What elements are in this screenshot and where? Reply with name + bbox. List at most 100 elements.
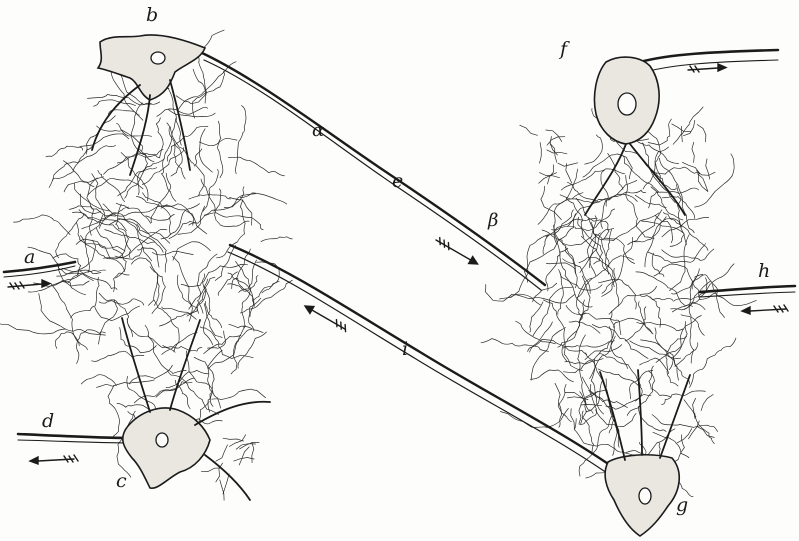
fibril-right [634,218,682,242]
fibril-right [653,167,699,174]
fibril-right [528,339,587,354]
twig [201,468,221,472]
fibril-right [602,237,633,293]
fibril-left [76,239,125,271]
fibril-left [80,236,142,260]
fibril-left [81,375,116,386]
dendrite-c-1 [170,320,200,410]
twig [547,150,567,154]
fibril-left [218,121,223,178]
fibril-right [481,339,549,352]
fibril-left [176,69,206,103]
fibril-left [177,275,198,313]
twig [540,143,542,164]
twig [689,107,703,123]
fibril-right [638,406,666,431]
fiber-f-inner [645,60,778,72]
fibril-left [137,248,159,268]
dendrite-g-2 [660,375,690,458]
fibril-right [652,253,664,277]
twig [581,404,602,405]
twig [223,474,229,494]
fibril-left [14,215,71,235]
label-i: i [402,340,408,359]
fibril-left [108,385,120,436]
fibril-left [172,256,192,321]
fibril-left [79,207,129,220]
dendrite-b-2 [170,80,190,170]
fibril-right [569,321,600,333]
fibril-right [675,343,698,367]
fibril-right [541,186,562,219]
fibril-right [662,217,709,237]
twig [692,142,694,162]
nucleus-b [151,52,165,64]
twig [697,125,706,142]
fiber-h-inner [700,292,795,297]
fibril-left [142,193,193,226]
fibril-right [681,315,704,336]
arrow-left-icon [30,455,78,464]
fibril-right [666,336,687,386]
fibril-right [670,185,684,247]
fibril-right [672,269,700,294]
label-d: d [42,412,54,431]
label-beta: β [488,212,498,230]
fibril-right [591,213,659,241]
twig [677,429,692,443]
label-g: g [676,496,688,515]
twig [697,427,714,438]
label-alpha: α [312,122,324,140]
label-f: f [560,40,567,59]
fibril-left [169,221,197,238]
fibril-left [238,332,267,368]
fibril-left [92,351,144,361]
label-c: c [116,472,127,491]
twig [234,458,254,462]
twig [547,137,565,146]
fibril-right [690,318,694,364]
fibril-right [662,249,714,260]
fibril-left [236,261,251,328]
twig [220,480,224,500]
fibril-left [28,280,85,295]
twig [558,163,578,166]
fibril-right [656,322,687,363]
fibril-left [204,194,255,216]
arrow-right-icon [8,280,50,289]
fibril-left [197,254,217,313]
fibril-left [218,272,237,296]
fiber-d-inner [18,440,130,443]
twig [520,125,538,135]
fibril-left [203,169,218,211]
twig [546,130,562,141]
fibril-right [640,295,673,301]
fibril-left [152,251,193,255]
twig [701,395,713,411]
fibril-right [554,216,597,246]
fibril-right [563,341,614,348]
fibril-left [56,214,84,258]
twig [581,391,598,403]
fibril-right [485,285,540,305]
fibril-right [566,305,621,334]
fibril-left [200,327,253,359]
fibril-left [161,204,200,239]
fibril-left [261,237,292,242]
fibril-left [55,332,79,349]
twig [252,442,254,462]
fibril-left [74,183,109,211]
fibril-left [173,242,210,261]
label-a: a [24,248,35,267]
fibril-left [236,106,246,174]
nucleus-c [156,433,168,447]
fibril-left [231,329,252,374]
label-h: h [758,262,770,281]
fibril-right [565,359,603,365]
fibril-left [97,380,155,388]
arrow-left-icon [303,303,349,334]
fibril-right [626,175,654,239]
fibril-right [577,256,634,298]
